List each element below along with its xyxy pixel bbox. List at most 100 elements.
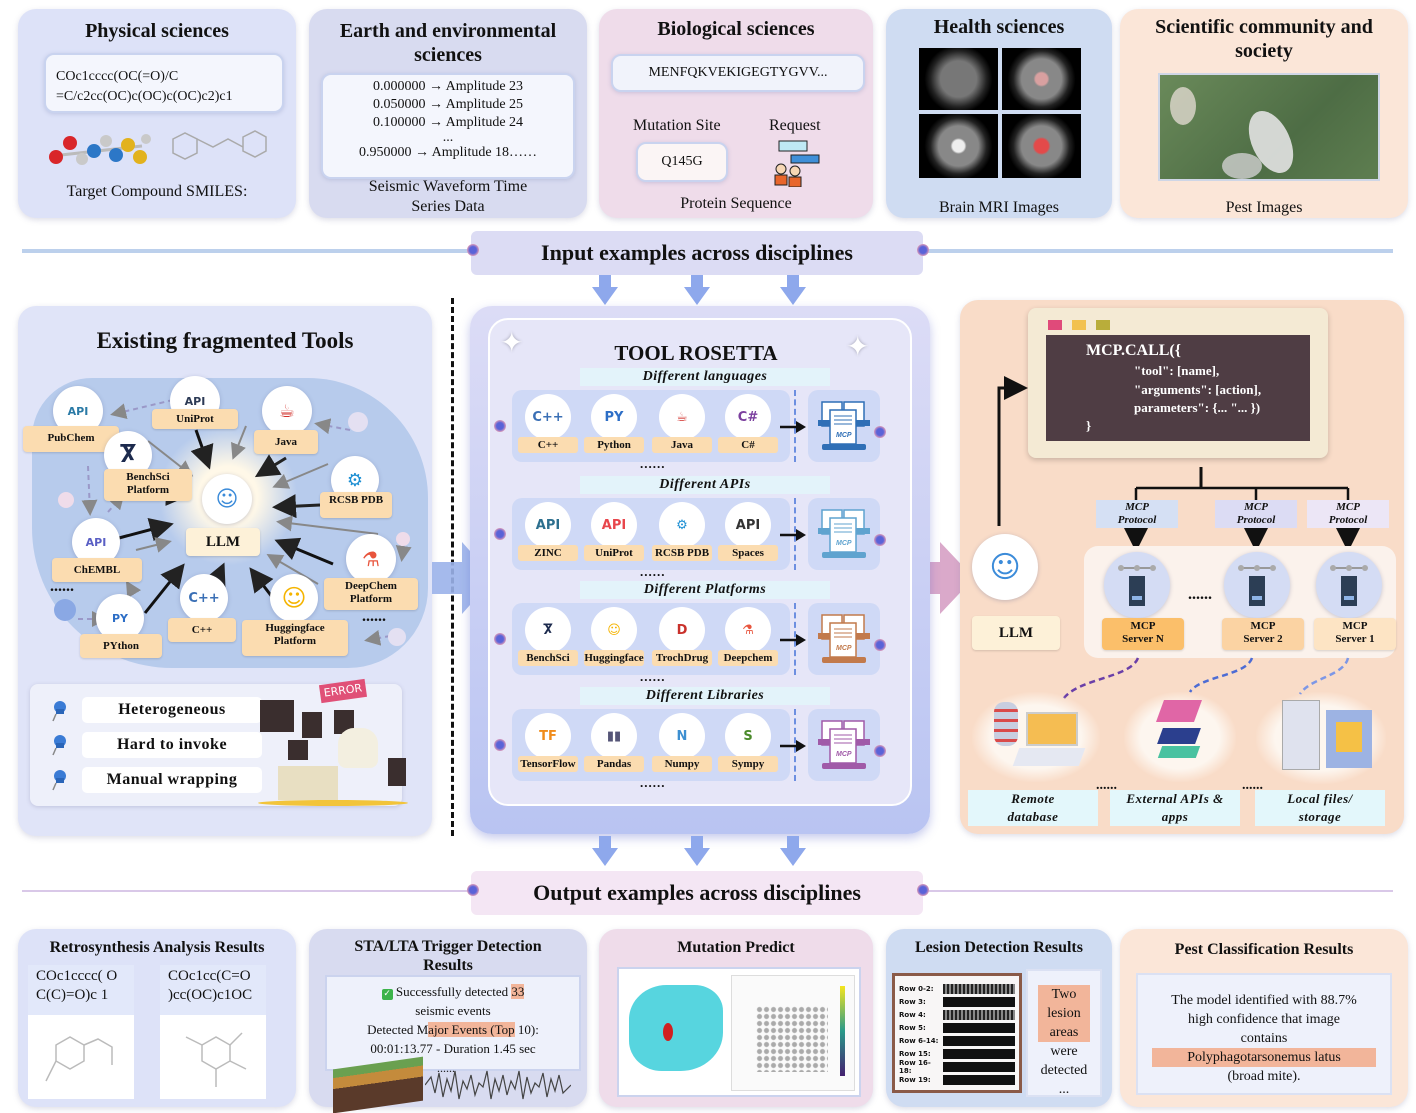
connector-dot (494, 528, 506, 540)
protocol-label: MCP Protocol (1307, 500, 1389, 528)
tool-label: UniProt (584, 545, 644, 561)
scatter-plot-image (731, 975, 855, 1091)
mcp-document-icon: MCP (808, 390, 880, 462)
tool-label: ZINC (518, 545, 578, 561)
tool-icon: ⚙ (659, 502, 705, 548)
card-title: Health sciences (933, 16, 1065, 38)
data-row: 0.050000 → Amplitude 25 (372, 97, 524, 112)
highlight: Two lesion areas (1038, 985, 1090, 1042)
molecule-2d-icon (172, 130, 267, 160)
java-icon: ☕ (262, 386, 312, 436)
panel-title: Existing fragmented Tools (96, 328, 354, 353)
lesion-grid: Row 0-2:Row 3:Row 4:Row 5:Row 6-14:Row 1… (892, 973, 1022, 1093)
connector-dot (874, 639, 886, 651)
card-caption: Pest Images (1225, 199, 1303, 216)
tool-label: C++ (518, 437, 578, 453)
ellipsis: ...... (640, 669, 666, 684)
server-label: MCP Server 1 (1314, 618, 1396, 650)
code-line: "tool": [name], (1134, 363, 1220, 378)
tool-label: RCSB PDB (652, 545, 712, 561)
connector-dot (494, 633, 506, 645)
tool-icon: C# (725, 394, 771, 440)
dashed-connectors (1063, 657, 1350, 699)
classification-text: The model identified with 88.7% high con… (1171, 993, 1357, 1046)
connector-dot (874, 426, 886, 438)
code-line: "arguments": [action], (1134, 382, 1262, 397)
down-arrow-icon (592, 275, 618, 305)
tool-label: Deepchem (718, 650, 778, 666)
card-title: STA/LTA Trigger Detection Results (354, 938, 542, 974)
divider-line (923, 890, 1393, 892)
placeholder-node (396, 532, 410, 546)
problem-label: Manual wrapping (82, 767, 262, 793)
retro-result-a: COc1cccc( OC(C)=O)c 1 (28, 965, 134, 1099)
tool-icon: ☕ (659, 394, 705, 440)
highlight: ajor Events (Top (428, 1022, 515, 1037)
ellipsis: ...... (50, 578, 74, 595)
input-banner: Input examples across disciplines (471, 231, 923, 275)
ellipsis: ...... (640, 775, 666, 790)
data-row: 0.950000 → Amplitude 18…… (358, 145, 538, 160)
request-label: Request (769, 117, 821, 134)
seismic-waveform-icon (425, 1070, 571, 1100)
tool-label: BenchSci (518, 650, 578, 666)
tool-label: TrochDrug (652, 650, 712, 666)
mutation-figure (617, 967, 861, 1097)
mcp-document-icon: MCP (808, 498, 880, 570)
input-card-bio: Biological sciences MENFQKVEKIGEGTYGVV..… (599, 9, 873, 218)
tool-icon: ▮▮ (591, 713, 637, 759)
row-bar (943, 1035, 1015, 1046)
tool-icon: C++ (525, 394, 571, 440)
mcp-label: MCP (836, 751, 852, 758)
mcp-label: MCP (836, 645, 852, 652)
divider-line (923, 249, 1393, 253)
divider-line (22, 890, 472, 892)
llm-robot-icon: ☺ (972, 534, 1038, 600)
detection-line: Detected Major Events (Top 10): (327, 1020, 579, 1039)
section-label: Different APIs (580, 476, 830, 494)
waveform-data-box: 0.000000 → Amplitude 23 0.050000 → Ampli… (321, 73, 575, 179)
window-dot (1072, 320, 1086, 330)
card-title: Scientific community and society (1155, 16, 1373, 62)
output-banner: Output examples across disciplines (471, 871, 923, 915)
server-icon (1224, 552, 1290, 618)
pest-image (1158, 73, 1380, 181)
card-caption: Target Compound SMILES: (66, 183, 248, 200)
placeholder-node (388, 628, 406, 646)
output-card-sta-lta: STA/LTA Trigger Detection Results ✓ Succ… (309, 929, 587, 1113)
frustrated-developer-illustration: ERROR (258, 678, 428, 808)
lesion-row: Row 0-2: (899, 982, 1015, 995)
mri-image (919, 114, 998, 178)
card-caption: Brain MRI Images (939, 199, 1059, 216)
lesion-row: Row 16-18: (899, 1059, 1015, 1075)
down-arrow-icon (592, 836, 618, 866)
tool-item: ☕Java (652, 394, 712, 458)
ellipsis: ...... (640, 564, 666, 579)
huggingface-icon: ☺ (270, 574, 318, 622)
data-row: 0.000000 → Amplitude 23 (372, 79, 524, 94)
divider-line (22, 249, 472, 253)
arrow-right-icon (780, 740, 806, 752)
tool-icon: S (725, 713, 771, 759)
tool-label-chembl: ChEMBL (52, 558, 142, 582)
mcp-label: MCP (836, 540, 852, 547)
cpp-icon: C++ (180, 574, 228, 622)
connector-dot (494, 739, 506, 751)
card-title: Pest Classification Results (1174, 941, 1354, 958)
output-card-retrosynthesis: Retrosynthesis Analysis Results COc1cccc… (18, 929, 296, 1107)
tool-icon: API (525, 502, 571, 548)
tool-item: C++C++ (518, 394, 578, 458)
mutation-site-box: Q145G (636, 142, 728, 182)
fragmented-tools-panel: Existing fragmented Tools ☺ LLM API (18, 306, 432, 836)
protocol-label: MCP Protocol (1215, 500, 1297, 528)
window-dot (1096, 320, 1110, 330)
molecule-structure-icon (45, 1036, 113, 1082)
pushpin-icon (52, 735, 66, 756)
